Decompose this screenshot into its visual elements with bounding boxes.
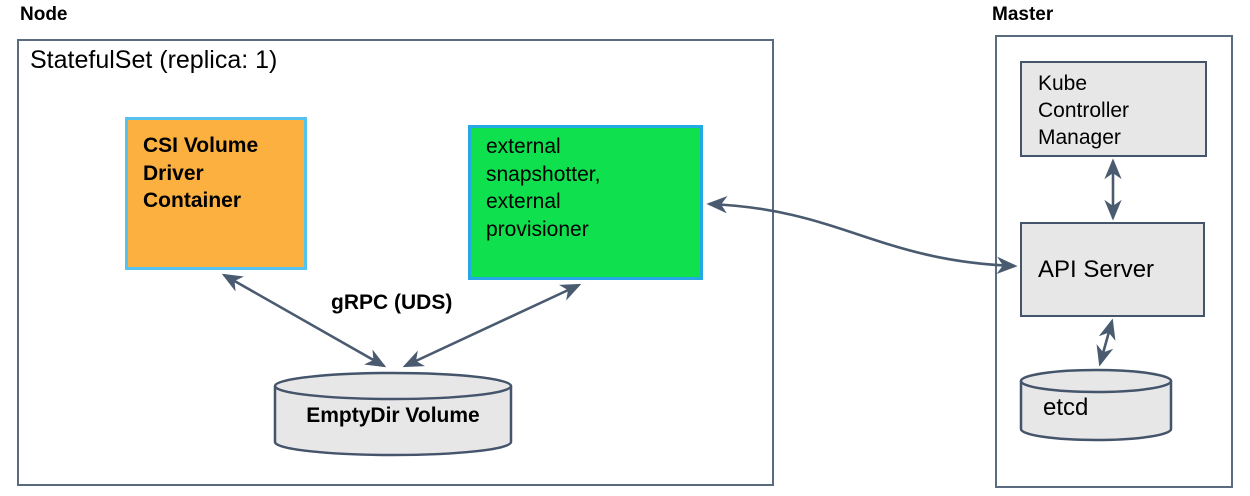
kube-controller-manager-box: Kube Controller Manager — [1020, 61, 1207, 157]
emptydir-volume-label: EmptyDir Volume — [306, 404, 480, 427]
cylinder-shape — [273, 371, 513, 457]
kube-controller-manager-label: Kube Controller Manager — [1038, 72, 1130, 149]
api-server-box: API Server — [1020, 222, 1205, 317]
api-server-label: API Server — [1038, 255, 1155, 283]
node-section-title: Node — [20, 4, 68, 25]
statefulset-label: StatefulSet (replica: 1) — [30, 46, 278, 74]
etcd-cylinder: etcd — [1019, 368, 1173, 442]
master-section-title: Master — [992, 4, 1054, 25]
csi-volume-driver-container-box: CSI Volume Driver Container — [125, 117, 307, 270]
cylinder-shape — [1019, 368, 1173, 442]
external-snapshotter-provisioner-label: external snapshotter, external provision… — [486, 135, 601, 242]
grpc-uds-label: gRPC (UDS) — [331, 291, 453, 314]
etcd-label: etcd — [1043, 394, 1089, 421]
csi-volume-driver-container-label: CSI Volume Driver Container — [143, 134, 259, 213]
emptydir-volume-cylinder: EmptyDir Volume — [273, 371, 513, 457]
external-snapshotter-provisioner-box: external snapshotter, external provision… — [468, 125, 703, 280]
